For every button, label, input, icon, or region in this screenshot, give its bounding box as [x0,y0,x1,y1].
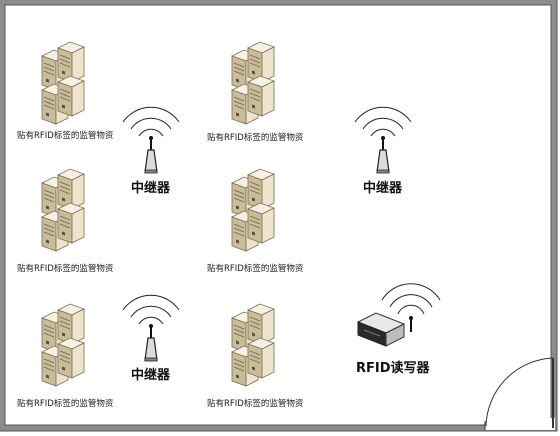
asset-server-cluster [232,42,274,124]
asset-label: 贴有RFID标签的监管物资 [17,264,114,274]
asset-server-cluster [42,42,84,124]
repeater-antenna-icon [122,106,180,174]
asset-server-cluster [42,169,84,251]
asset-server-cluster [232,304,274,386]
door [484,357,555,430]
asset-label: 贴有RFID标签的监管物资 [207,399,304,409]
repeater-antenna-icon [122,294,180,362]
asset-label: 贴有RFID标签的监管物资 [207,133,304,143]
asset-server-cluster [232,169,274,251]
asset-label: 贴有RFID标签的监管物资 [17,131,114,141]
repeater-antenna-icon [354,106,412,174]
asset-label: 贴有RFID标签的监管物资 [207,264,304,274]
rfid-reader-icon [356,283,441,347]
repeater-label: 中继器 [131,368,171,383]
repeater-label: 中继器 [131,181,171,196]
repeater-label: 中继器 [363,181,403,196]
asset-label: 贴有RFID标签的监管物资 [17,399,114,409]
asset-server-cluster [42,304,84,386]
reader-label: RFID读写器 [356,361,430,376]
